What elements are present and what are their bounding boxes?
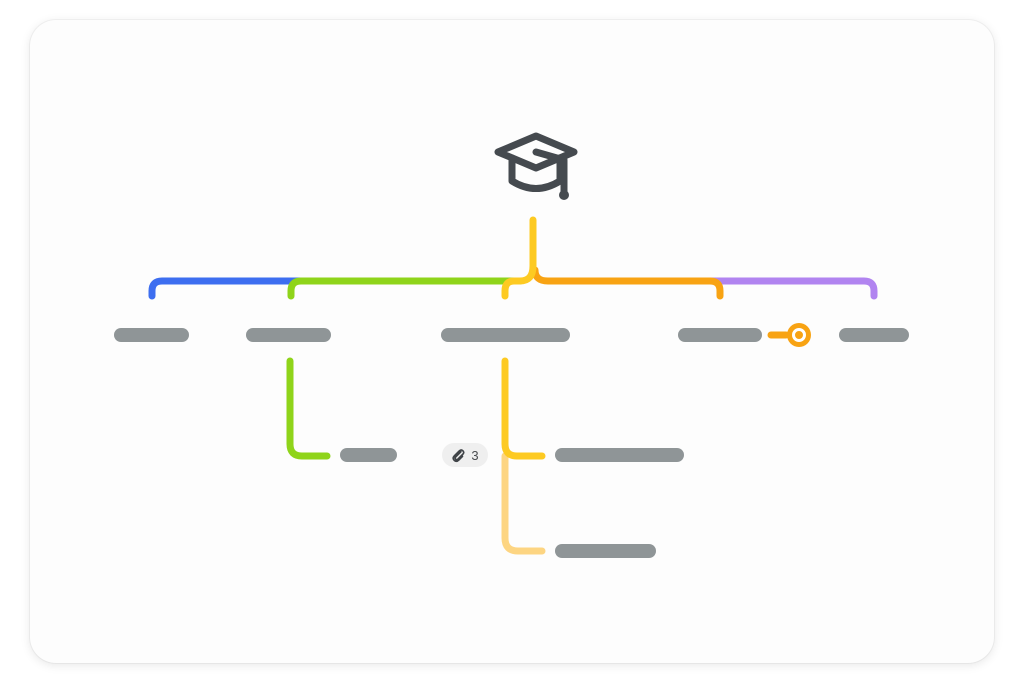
- attachment-count: 3: [471, 447, 479, 463]
- paperclip-icon: [452, 448, 465, 462]
- child-connector-green: [286, 357, 331, 460]
- graduation-cap-icon[interactable]: [494, 132, 578, 200]
- child-connector-yellow: [501, 357, 546, 460]
- marker-icon[interactable]: [787, 323, 811, 347]
- branch-connector-blue: [148, 277, 304, 300]
- branch-connector-yellow: [501, 216, 537, 300]
- branch-connector-purple: [696, 277, 878, 300]
- branch-connector-orange: [531, 266, 724, 300]
- branch-connector-green: [287, 277, 524, 300]
- attachment-badge[interactable]: 3: [442, 443, 488, 467]
- child-connector-light-yellow: [501, 452, 546, 555]
